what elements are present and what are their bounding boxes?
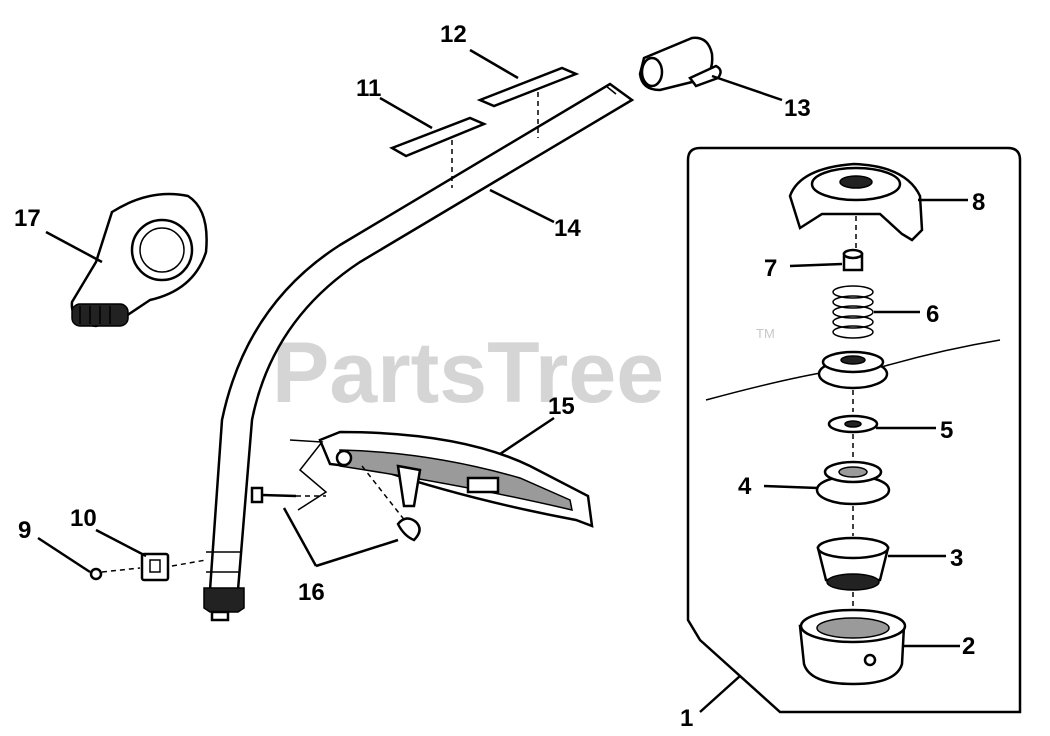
callout-16: 16 (298, 579, 325, 606)
callout-11: 11 (356, 75, 381, 102)
part-12-decal (476, 66, 580, 138)
callout-3: 3 (950, 545, 963, 572)
part-7-nut (842, 248, 864, 272)
callout-8: 8 (972, 189, 985, 216)
part-2-housing (798, 608, 907, 686)
callout-5: 5 (940, 417, 953, 444)
callout-2: 2 (962, 633, 975, 660)
leader-lines (37, 48, 968, 713)
callout-17: 17 (14, 205, 41, 232)
part-13-coupler (638, 36, 722, 92)
part-17-handle (70, 192, 208, 328)
callout-6: 6 (926, 301, 939, 328)
part-9-screw (89, 567, 141, 581)
callout-12: 12 (440, 21, 467, 48)
callout-13: 13 (784, 95, 811, 122)
part-8-cover (788, 162, 924, 248)
callout-15: 15 (548, 393, 575, 420)
part-1-assembly-frame (686, 146, 1022, 714)
watermark-trademark: TM (756, 326, 775, 341)
part-6-spring (832, 285, 874, 339)
watermark-text: PartsTree (272, 325, 664, 421)
callout-10: 10 (70, 505, 97, 532)
callout-4: 4 (738, 473, 752, 500)
callout-14: 14 (554, 215, 581, 242)
spool-with-line (705, 339, 1001, 412)
part-10-clamp (140, 552, 207, 582)
part-3-bump-knob (816, 536, 890, 616)
part-11-decal (389, 116, 488, 188)
callout-1: 1 (680, 705, 693, 732)
part-14-shaft-tube (203, 82, 635, 622)
part-5-washer (827, 414, 879, 460)
callout-7: 7 (764, 255, 777, 282)
part-4-reel (815, 460, 891, 536)
part-15-guard (289, 430, 594, 528)
part-16-hardware (250, 465, 421, 542)
callout-9: 9 (18, 517, 31, 544)
